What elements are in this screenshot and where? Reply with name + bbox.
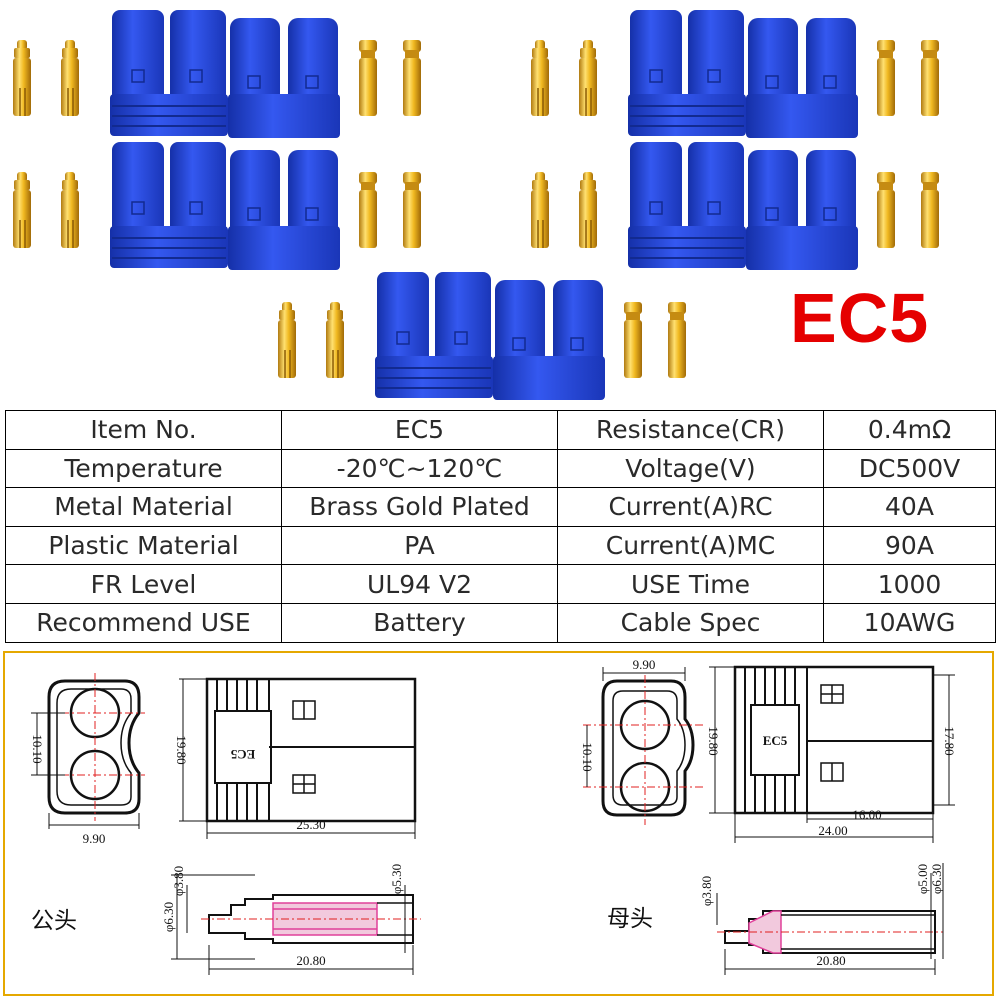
spec-value-cell: UL94 V2 xyxy=(281,564,558,604)
female-front-width: 9.90 xyxy=(633,657,656,672)
spec-value-cell: Brass Gold Plated xyxy=(281,487,558,527)
spec-value-cell: PA xyxy=(281,525,558,566)
spec-value-cell: DC500V xyxy=(823,448,996,489)
female-side-length: 24.00 xyxy=(818,823,847,838)
male-pin-length: 20.80 xyxy=(296,953,325,968)
female-front-view xyxy=(583,667,705,825)
female-side-height: 19.80 xyxy=(706,726,721,755)
spec-label-cell: Cable Spec xyxy=(557,602,824,643)
male-side-view xyxy=(179,677,417,839)
product-title: EC5 xyxy=(790,279,930,357)
spec-label-cell: Recommend USE xyxy=(5,602,282,643)
male-front-height: 10.10 xyxy=(30,734,45,763)
spec-value-cell: 1000 xyxy=(823,564,996,604)
male-pin-drawing xyxy=(171,874,421,975)
spec-label-cell: Voltage(V) xyxy=(557,448,824,489)
male-pin-d3: φ6.30 xyxy=(161,902,176,932)
spec-label-cell: USE Time xyxy=(557,564,824,604)
male-side-height: 19.80 xyxy=(174,735,189,764)
spec-label-cell: Plastic Material xyxy=(5,525,282,566)
spec-value-cell: 90A xyxy=(823,525,996,566)
female-side-view xyxy=(709,665,955,843)
spec-label-cell: Item No. xyxy=(5,410,282,450)
spec-label-cell: Resistance(CR) xyxy=(557,410,824,450)
connector-set-bottom xyxy=(278,272,686,400)
spec-value-cell: EC5 xyxy=(281,410,558,450)
female-pin-length: 20.80 xyxy=(816,953,845,968)
drawing-svg: 10.10 9.90 EC5 19.80 25.30 xyxy=(30,657,957,975)
connector-set-mid-right xyxy=(531,142,939,270)
female-front-height: 10.10 xyxy=(580,742,595,771)
female-caption: 母头 xyxy=(607,906,653,932)
connector-set-top-left xyxy=(13,10,421,138)
male-caption: 公头 xyxy=(31,908,77,934)
spec-label-cell: Temperature xyxy=(5,448,282,489)
male-front-width: 9.90 xyxy=(83,831,106,846)
spec-value-cell: 40A xyxy=(823,487,996,527)
spec-label-cell: Current(A)RC xyxy=(557,487,824,527)
connector-set-mid-left xyxy=(13,142,421,270)
female-side-mark: EC5 xyxy=(763,733,788,748)
male-pin-d1: φ3.80 xyxy=(171,866,186,896)
female-side-height2: 17.80 xyxy=(942,726,957,755)
male-front-view xyxy=(31,673,145,829)
spec-label-cell: Metal Material xyxy=(5,487,282,527)
spec-value-cell: Battery xyxy=(281,602,558,643)
female-side-inner: 16.00 xyxy=(852,807,881,822)
female-pin-d1: φ3.80 xyxy=(699,876,714,906)
female-pin-d3: φ6.30 xyxy=(929,864,944,894)
connector-set-top-right xyxy=(531,10,939,138)
spec-value-cell: -20℃~120℃ xyxy=(281,448,558,489)
spec-label-cell: Current(A)MC xyxy=(557,525,824,566)
male-pin-d2: φ5.30 xyxy=(389,864,404,894)
male-side-length: 25.30 xyxy=(296,817,325,832)
female-pin-drawing xyxy=(716,863,944,975)
female-pin-d2: φ5.00 xyxy=(915,864,930,894)
spec-value-cell: 0.4mΩ xyxy=(823,410,996,450)
male-side-mark: EC5 xyxy=(230,747,255,762)
spec-label-cell: FR Level xyxy=(5,564,282,604)
technical-drawing: 10.10 9.90 EC5 19.80 25.30 xyxy=(3,651,994,996)
spec-value-cell: 10AWG xyxy=(823,602,996,643)
